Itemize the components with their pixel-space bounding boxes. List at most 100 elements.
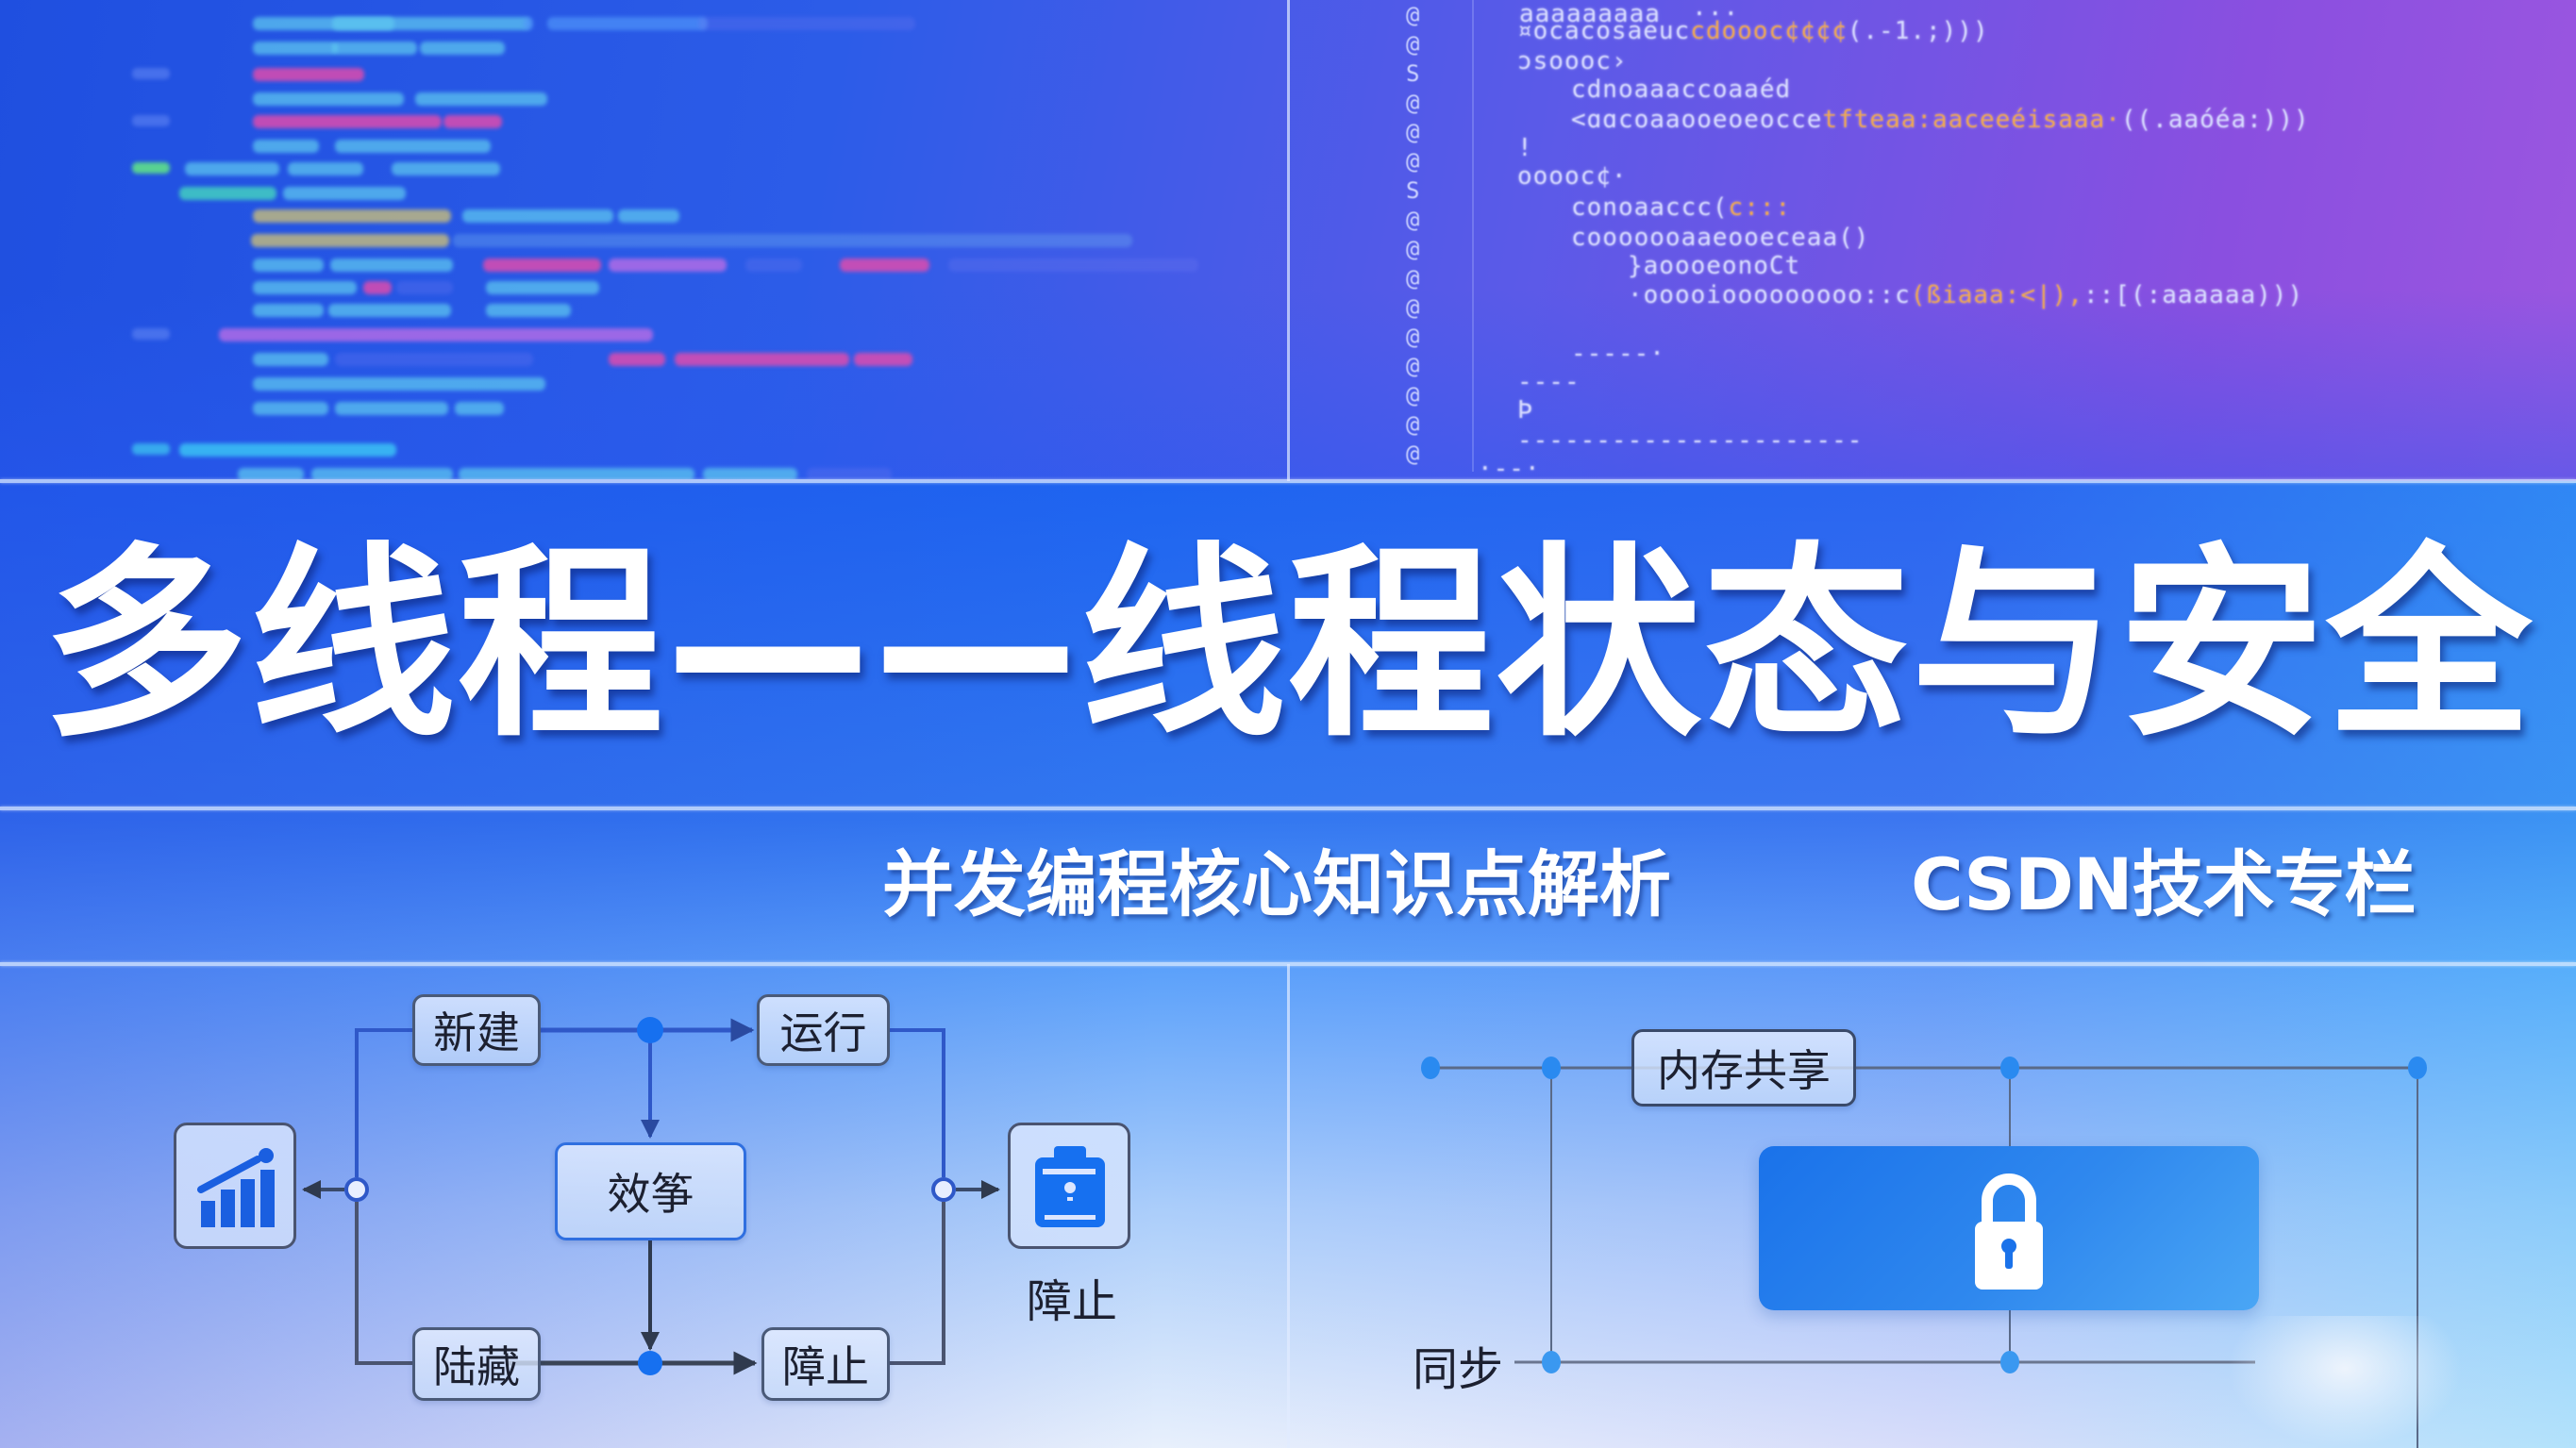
code-line: cooooooaaeooeceaa() (1571, 224, 1870, 252)
line-number: @ (1406, 265, 1420, 291)
code-token (253, 209, 451, 223)
line-number: @ (1406, 119, 1420, 145)
code-token (396, 281, 453, 294)
clipboard-icon-box (1008, 1123, 1130, 1249)
watermark-fade (2227, 1316, 2463, 1448)
code-token (486, 281, 599, 294)
divider-top (0, 479, 2576, 483)
clipboard-icon (1035, 1146, 1105, 1227)
code-token (311, 468, 453, 479)
code-token (415, 92, 547, 106)
code-token (238, 468, 304, 479)
code-token (854, 353, 912, 366)
line-number: S (1406, 177, 1420, 204)
code-line: -----· (1571, 340, 1665, 368)
subtitle-left: 并发编程核心知识点解析 (882, 842, 1671, 926)
line-number (132, 68, 170, 79)
code-token (840, 258, 929, 272)
line-number: @ (1406, 90, 1420, 116)
code-line (0, 468, 1288, 479)
code-token (253, 377, 545, 391)
code-line (0, 402, 1288, 415)
line-number (132, 115, 170, 126)
code-token (335, 140, 491, 153)
code-token (807, 468, 892, 479)
memory-shared-label: 内存共享 (1657, 1045, 1831, 1096)
code-token (253, 140, 319, 153)
state-new-label: 新建 (433, 1007, 520, 1058)
state-center: 效筝 (555, 1142, 746, 1240)
code-line: Þ (1517, 396, 1533, 424)
code-line: ¤ocacosaeuccdoooc¢¢¢¢(.-1.;))) (1517, 17, 1989, 45)
code-token (253, 258, 324, 272)
code-token (703, 468, 797, 479)
lock-panel (1759, 1146, 2259, 1310)
code-token (483, 258, 601, 272)
code-line: ·--· (1478, 455, 1541, 479)
line-number (132, 328, 170, 340)
code-line (0, 443, 1288, 457)
code-line (0, 140, 1288, 153)
code-panel-right: aaaaaaaaa ···¤ocacosaeuccdoooc¢¢¢¢(.-1.;… (0, 0, 2576, 479)
code-line: ooooc¢· (1517, 162, 1628, 191)
code-gutter-rule (1472, 0, 1474, 472)
code-token (609, 258, 727, 272)
state-new: 新建 (412, 994, 541, 1066)
line-number: @ (1406, 382, 1420, 408)
code-token (253, 42, 338, 55)
open-node-right (931, 1177, 956, 1202)
sync-label: 同步 (1413, 1343, 1504, 1396)
code-token (253, 353, 328, 366)
bar-chart-icon-box (174, 1123, 296, 1249)
state-stop-label: 障止 (782, 1341, 869, 1392)
code-line: ---- (1517, 368, 1581, 396)
code-line: aaaaaaaaa ··· (1519, 0, 1740, 28)
code-token (420, 42, 505, 55)
code-line (0, 258, 1288, 272)
divider-vertical-top (1287, 0, 1290, 481)
code-line: ---------------------- (1517, 426, 1864, 455)
code-token (675, 353, 849, 366)
code-token (618, 209, 679, 223)
code-token (462, 209, 613, 223)
code-token (363, 281, 392, 294)
line-number: @ (1406, 148, 1420, 175)
code-token (253, 92, 404, 106)
state-stop: 障止 (761, 1327, 890, 1401)
code-line: }aoooeonoCt (1628, 252, 1801, 280)
code-line: ! (1517, 134, 1533, 162)
code-token (453, 234, 1132, 247)
junction-node-top (637, 1017, 663, 1043)
line-number: S (1406, 60, 1420, 87)
code-token (185, 162, 279, 175)
code-token (524, 17, 533, 30)
line-number: @ (1406, 207, 1420, 233)
code-line (0, 234, 1288, 247)
code-token (253, 402, 328, 415)
code-token (698, 17, 915, 30)
code-token (253, 304, 324, 317)
code-token (455, 402, 504, 415)
code-token (335, 353, 533, 366)
code-token (179, 187, 276, 200)
code-line (0, 353, 1288, 366)
line-number: @ (1406, 294, 1420, 321)
code-line (0, 92, 1288, 106)
code-line: <ɑɑcoaaooeoeoccetfteaa:aaceeéisaaa·((.aa… (1571, 106, 2310, 134)
code-line (0, 115, 1288, 128)
code-line (0, 42, 1288, 55)
code-line (0, 187, 1288, 200)
line-number: @ (1406, 236, 1420, 262)
code-token (253, 115, 442, 128)
code-token (443, 115, 502, 128)
page-title: 多线程——线程状态与安全 (42, 526, 2534, 765)
state-hidden: 陆藏 (412, 1327, 541, 1401)
code-panel-left (0, 0, 1288, 479)
code-token (609, 353, 665, 366)
state-center-label: 效筝 (607, 1169, 694, 1220)
code-line (0, 281, 1288, 294)
code-line (0, 328, 1288, 341)
code-token (948, 258, 1198, 272)
